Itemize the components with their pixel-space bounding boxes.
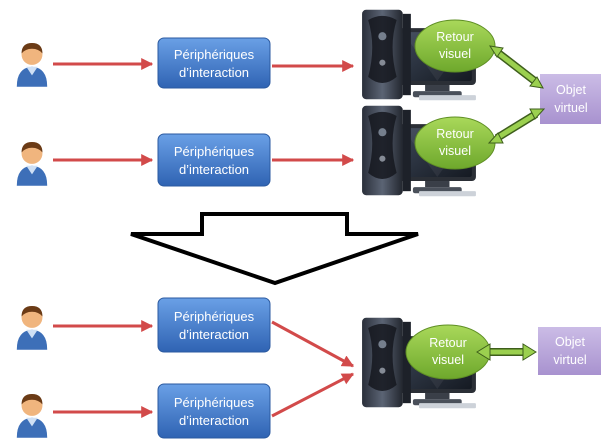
double-arrow [487,108,546,144]
feedback-label-line2: visuel [439,144,471,158]
connector-arrow [271,372,355,418]
user-icon [16,394,48,438]
feedback-label-line1: Retour [429,336,467,350]
object-label-line2: virtuel [553,353,586,367]
double-arrow [488,45,544,89]
device-label-line1: Périphériques [174,309,255,324]
object-label-line1: Objet [556,83,586,97]
feedback-label-line1: Retour [436,127,474,141]
user-icon [16,43,48,87]
device-label-line2: d’interaction [179,65,249,80]
user-icon [16,142,48,186]
feedback-ellipse [414,19,496,73]
device-box [157,297,271,353]
feedback-label-line2: visuel [439,47,471,61]
device-box [157,37,271,89]
device-label-line1: Périphériques [174,144,255,159]
feedback-label-line1: Retour [436,30,474,44]
connector-arrow [271,320,355,368]
double-arrow [476,343,537,361]
device-label-line2: d’interaction [179,413,249,428]
device-label-line1: Périphériques [174,47,255,62]
object-box [538,327,601,375]
device-box [157,383,271,439]
feedback-ellipse [414,116,496,170]
user-icon [16,306,48,350]
device-label-line2: d’interaction [179,162,249,177]
feedback-label-line2: visuel [432,353,464,367]
down-arrow-icon [130,212,419,286]
object-label-line1: Objet [555,335,585,349]
object-label-line2: virtuel [554,101,587,115]
object-box [540,74,601,124]
device-label-line1: Périphériques [174,395,255,410]
device-box [157,133,271,187]
device-label-line2: d’interaction [179,327,249,342]
